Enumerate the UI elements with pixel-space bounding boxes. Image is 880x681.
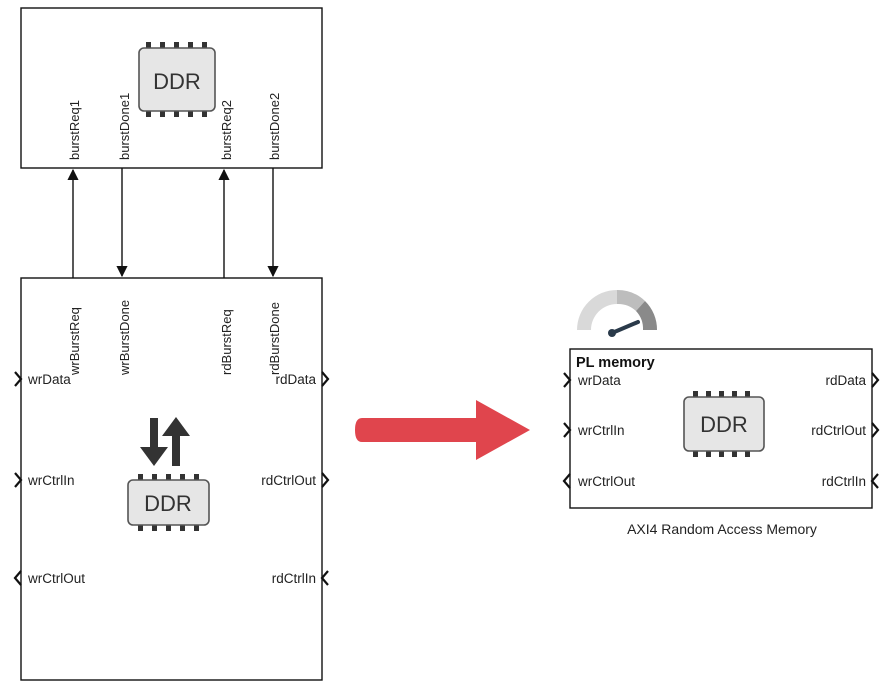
up-down-arrows-icon (140, 417, 190, 466)
port-label-burstdone2: burstDone2 (267, 93, 282, 160)
ddr-chip-icon: DDR (683, 391, 765, 457)
output-port-rdctrlout[interactable] (321, 472, 330, 488)
port-label-wrctrlout: wrCtrlOut (27, 571, 85, 586)
block-caption: AXI4 Random Access Memory (627, 521, 817, 537)
ddr-chip-icon: DDR (138, 42, 216, 117)
output-port-rddata[interactable] (871, 372, 880, 388)
transform-arrow (355, 400, 530, 460)
port-label-rdctrlin: rdCtrlIn (822, 474, 866, 489)
port-label-wrdata: wrData (27, 372, 71, 387)
port-label-rdburstdone: rdBurstDone (267, 302, 282, 375)
axi4-random-access-memory-block[interactable]: PL memory wrData wrCtrlIn wrCtrlOut rdDa… (562, 348, 880, 509)
ddr-chip-icon: DDR (127, 474, 210, 531)
input-port-rdctrlin[interactable] (320, 570, 329, 586)
input-port-wrctrlin[interactable] (563, 422, 572, 438)
connection-wires (67, 168, 279, 278)
input-port-wrdata[interactable] (563, 372, 572, 388)
output-port-wrctrlout[interactable] (13, 570, 22, 586)
port-label-burstdone1: burstDone1 (117, 93, 132, 160)
port-label-burstreq2: burstReq2 (219, 100, 234, 160)
port-label-wrctrlin: wrCtrlIn (577, 423, 625, 438)
port-label-wrdata: wrData (577, 373, 621, 388)
ddr-chip-label: DDR (700, 412, 748, 437)
bottom-memory-block[interactable]: wrBurstReq wrBurstDone rdBurstReq rdBurs… (13, 277, 330, 681)
port-label-rdctrlout: rdCtrlOut (811, 423, 866, 438)
port-label-rdburstreq: rdBurstReq (219, 309, 234, 375)
block-title: PL memory (576, 355, 655, 371)
top-ddr-block[interactable]: DDR burstReq1 burstDone1 burstReq2 burst… (20, 7, 323, 169)
input-port-rdctrlin[interactable] (870, 473, 879, 489)
port-label-wrburstdone: wrBurstDone (117, 300, 132, 376)
gauge-icon (577, 289, 658, 337)
output-port-rddata[interactable] (321, 371, 330, 387)
output-port-rdctrlout[interactable] (871, 422, 880, 438)
port-label-rddata: rdData (825, 373, 866, 388)
port-label-rdctrlout: rdCtrlOut (261, 473, 316, 488)
port-label-wrctrlin: wrCtrlIn (27, 473, 75, 488)
port-label-rddata: rdData (275, 372, 316, 387)
input-port-wrdata[interactable] (14, 371, 23, 387)
ddr-chip-label: DDR (153, 69, 201, 94)
port-label-wrburstreq: wrBurstReq (67, 307, 82, 376)
port-label-burstreq1: burstReq1 (67, 100, 82, 160)
output-port-wrctrlout[interactable] (562, 473, 571, 489)
input-port-wrctrlin[interactable] (14, 472, 23, 488)
port-label-wrctrlout: wrCtrlOut (577, 474, 635, 489)
ddr-chip-label: DDR (144, 491, 192, 516)
port-label-rdctrlin: rdCtrlIn (272, 571, 316, 586)
